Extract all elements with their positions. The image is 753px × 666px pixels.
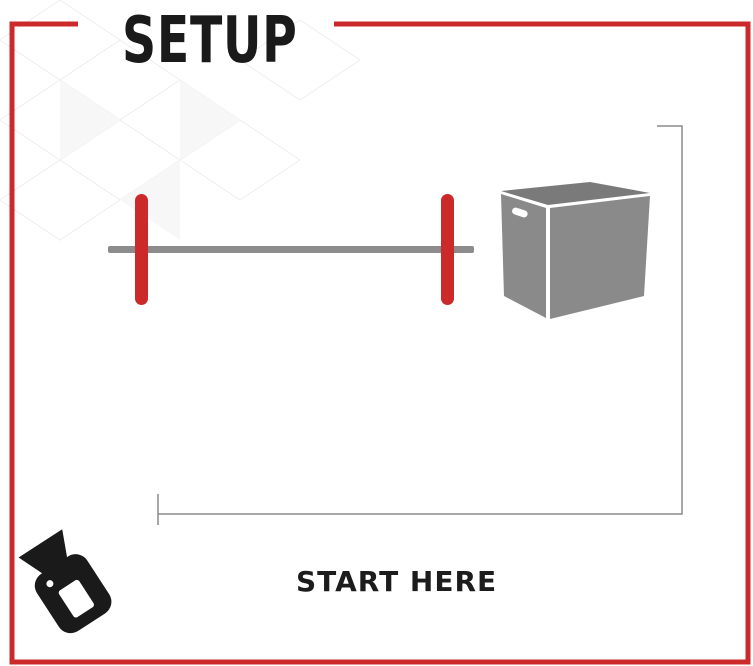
measurement-path [158,126,682,514]
plyo-box-right-face [550,196,650,319]
start-here-label: START HERE [296,562,497,602]
barbell-plate-left [135,194,148,305]
barbell-plate-right [441,194,454,305]
barbell-icon [108,194,474,305]
camera-icon [15,527,117,639]
barbell-shaft [108,246,474,253]
plyo-box-icon [501,182,650,319]
